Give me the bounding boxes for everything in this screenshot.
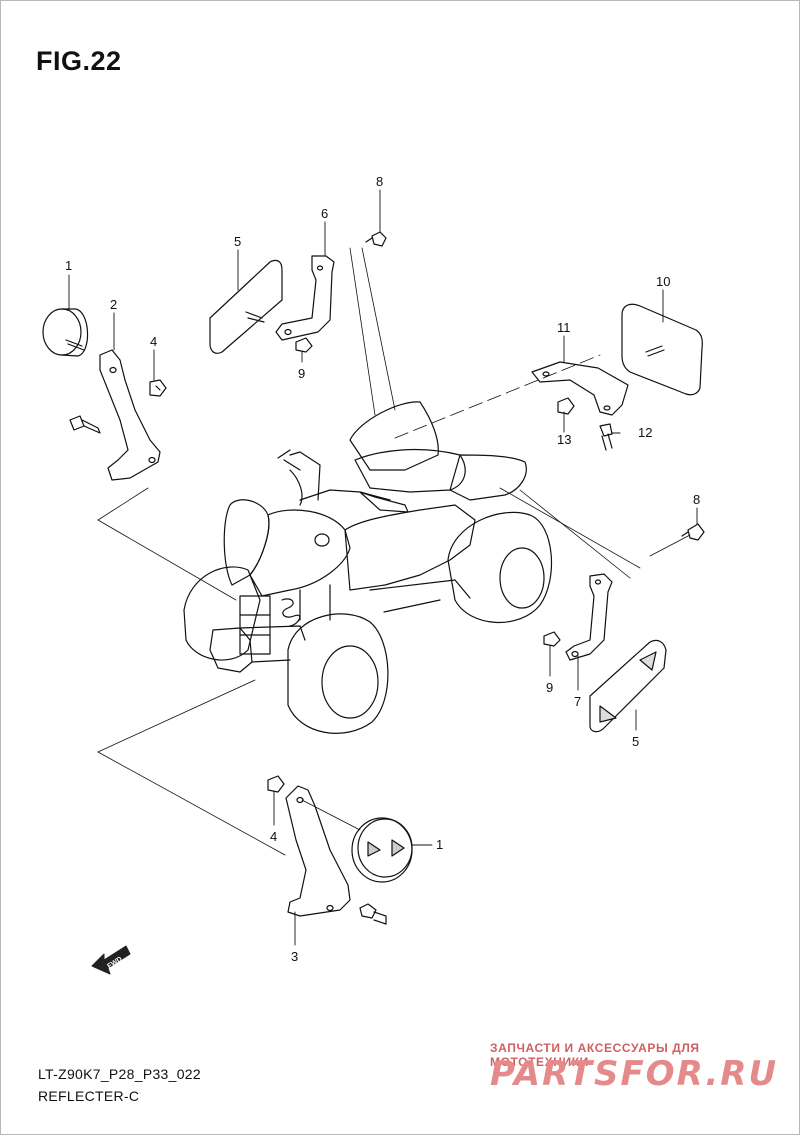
callout-12: 12	[638, 425, 652, 440]
callout-9-right: 9	[546, 680, 553, 695]
figure-title: FIG.22	[36, 46, 122, 76]
callout-8-right: 8	[693, 492, 700, 507]
callout-numbers: 1 2 4 5 6 8 9 10 11 12 13 8 9 7 5 4 1 3	[65, 174, 700, 964]
callout-leaders	[68, 189, 698, 946]
part-reflector-5-top	[209, 259, 283, 354]
callout-2: 2	[110, 297, 117, 312]
callout-1-bottom: 1	[436, 837, 443, 852]
part-reflector-5-right	[589, 639, 667, 733]
part-reflector-1-bottom	[351, 817, 413, 883]
part-nut-4-left	[149, 379, 167, 397]
callout-5-top: 5	[234, 234, 241, 249]
callout-5-right: 5	[632, 734, 639, 749]
part-nut-9-top	[295, 337, 313, 353]
section-name: REFLECTER-C	[38, 1088, 140, 1104]
callout-4-bottom: 4	[270, 829, 277, 844]
callout-4-left: 4	[150, 334, 157, 349]
callout-1-left: 1	[65, 258, 72, 273]
part-bracket-2	[99, 349, 161, 481]
callout-7: 7	[574, 694, 581, 709]
watermark-tagline: ЗАПЧАСТИ И АКСЕССУАРЫ ДЛЯ МОТОТЕХНИКИ	[490, 1041, 700, 1069]
part-nut-4-bottom	[267, 775, 285, 793]
callout-10: 10	[656, 274, 670, 289]
part-nut-9-right	[543, 631, 561, 647]
part-bolt-12	[599, 423, 613, 451]
callout-9-top: 9	[298, 366, 305, 381]
part-bolt-bottom	[359, 903, 387, 925]
part-bolt-8-right	[681, 523, 705, 541]
model-code: LT-Z90K7_P28_P33_022	[38, 1066, 201, 1082]
callout-8-top: 8	[376, 174, 383, 189]
callout-3: 3	[291, 949, 298, 964]
fwd-arrow-icon: FWD	[91, 945, 131, 975]
part-bolt-left	[69, 415, 101, 434]
part-bracket-11	[531, 361, 629, 416]
callout-6: 6	[321, 206, 328, 221]
part-bolt-8-top	[365, 231, 387, 247]
callout-13: 13	[557, 432, 571, 447]
part-bracket-6	[275, 255, 335, 341]
part-reflector-1-left	[42, 308, 89, 357]
watermark-logo: PARTSFOR.RU	[490, 1054, 779, 1094]
part-nut-13	[557, 397, 575, 415]
part-bracket-7	[565, 573, 613, 661]
part-bracket-3	[285, 785, 351, 917]
assembly-lines	[97, 247, 691, 856]
atv-vehicle	[183, 401, 553, 734]
part-reflector-10	[621, 303, 703, 396]
callout-11: 11	[557, 320, 571, 335]
